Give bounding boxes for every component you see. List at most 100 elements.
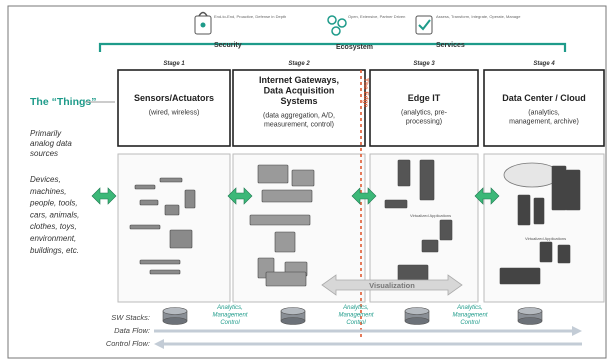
the-edge-label: The Edge bbox=[362, 78, 369, 108]
ecosystem-icon bbox=[327, 15, 347, 36]
sensor-device bbox=[164, 204, 180, 216]
bidirectional-arrow bbox=[351, 187, 377, 205]
gateway-device bbox=[249, 214, 311, 226]
ecosystem-label: Ecosystem bbox=[336, 44, 373, 51]
flow-arrows bbox=[91, 187, 500, 205]
devices-line: buildings, etc. bbox=[30, 246, 79, 255]
stage-label: Stage 2 bbox=[288, 61, 310, 67]
edge-device bbox=[397, 264, 429, 282]
stage-subtitle: (analytics, pre- bbox=[401, 110, 448, 117]
devices-line: Devices, bbox=[30, 175, 61, 184]
stage-subtitle: (wired, wireless) bbox=[149, 110, 200, 117]
amc-labels: Analytics,ManagementControlAnalytics,Man… bbox=[212, 305, 487, 326]
edge-device bbox=[421, 239, 439, 253]
sw-stack-top bbox=[162, 307, 188, 315]
sensor-device bbox=[129, 224, 161, 230]
stage-label: Stage 4 bbox=[533, 61, 555, 67]
datacenter-device bbox=[539, 241, 553, 263]
services-label: Services bbox=[436, 42, 465, 49]
data-flow-arrow bbox=[154, 326, 582, 336]
bidirectional-arrow bbox=[227, 187, 253, 205]
edge-device bbox=[439, 219, 453, 241]
sw-stack-top bbox=[280, 307, 306, 315]
stage-label: Stage 1 bbox=[163, 61, 185, 67]
top-bracket: Security End-to-End, Proactive, Defense … bbox=[98, 11, 567, 52]
sw-stack-bottom bbox=[162, 317, 188, 325]
amc-label: Analytics, bbox=[216, 305, 243, 311]
tiny-label: Virtualized Applications bbox=[410, 213, 451, 218]
stage-subtitle: (data aggregation, A/D, bbox=[263, 113, 335, 120]
stage-title: Systems bbox=[280, 96, 317, 106]
stage-box bbox=[117, 69, 231, 147]
amc-label: Control bbox=[220, 320, 240, 326]
amc-label: Management bbox=[338, 313, 373, 319]
stage-box bbox=[232, 69, 366, 147]
datacenter-device bbox=[557, 244, 571, 264]
visualization-arrow: Visualization bbox=[321, 274, 463, 296]
security-label: Security bbox=[214, 42, 242, 49]
edge-device bbox=[384, 199, 408, 209]
amc-label: Control bbox=[346, 320, 366, 326]
sensor-device bbox=[139, 199, 159, 206]
datacenter-device bbox=[517, 194, 531, 226]
stage-label: Stage 3 bbox=[413, 61, 435, 67]
devices-line: environment, bbox=[30, 234, 76, 243]
sensor-device bbox=[139, 259, 181, 265]
sensor-device bbox=[184, 189, 196, 209]
sw-stack-top bbox=[404, 307, 430, 315]
things-devices-text: Devices,machines,people, tools,cars, ani… bbox=[29, 175, 79, 255]
sensor-device bbox=[149, 269, 181, 275]
data-flow-label: Data Flow: bbox=[114, 326, 150, 335]
devices-line: clothes, toys, bbox=[30, 222, 77, 231]
control-flow-label: Control Flow: bbox=[106, 339, 150, 348]
sources-line: sources bbox=[30, 149, 58, 158]
stages-layer: Stage 1 Sensors/Actuators (wired, wireless… bbox=[117, 61, 605, 303]
visualization-label: Visualization bbox=[369, 281, 415, 290]
outer-frame bbox=[7, 5, 607, 359]
sensor-device bbox=[159, 177, 183, 183]
stage-title: Data Acquisition bbox=[264, 86, 335, 96]
sw-stack-bottom bbox=[404, 317, 430, 325]
stage-title: Data Center / Cloud bbox=[502, 93, 586, 103]
tiny-label: Virtualized Applications bbox=[525, 236, 566, 241]
amc-label: Management bbox=[212, 313, 247, 319]
stage-subtitle: management, archive) bbox=[509, 119, 579, 126]
things-heading: The “Things” bbox=[30, 96, 97, 108]
gateway-device bbox=[261, 189, 313, 203]
sensor-device bbox=[134, 184, 156, 190]
datacenter-device bbox=[533, 197, 545, 225]
amc-label: Analytics, bbox=[456, 305, 483, 311]
datacenter-device bbox=[499, 267, 541, 285]
gateway-device bbox=[274, 231, 296, 253]
gateway-device bbox=[291, 169, 315, 187]
the-edge-marker: The Edge bbox=[360, 70, 369, 340]
amc-label: Control bbox=[460, 320, 480, 326]
stage-title: Internet Gateways, bbox=[259, 75, 339, 85]
amc-label: Management bbox=[452, 313, 487, 319]
stage-box bbox=[369, 69, 479, 147]
services-caption: Assess, Transform, Integrate, Operate, M… bbox=[436, 14, 521, 19]
edge-device bbox=[419, 159, 435, 201]
stage-title: Edge IT bbox=[408, 93, 441, 103]
datacenter-device bbox=[565, 169, 581, 211]
sw-stack-disks bbox=[162, 307, 543, 325]
stage-subtitle: measurement, control) bbox=[264, 122, 334, 129]
gateway-device bbox=[257, 164, 289, 184]
sw-stack-top bbox=[517, 307, 543, 315]
ecosystem-caption: Open, Extensive, Partner Driven bbox=[348, 14, 405, 19]
sources-line: analog data bbox=[30, 139, 72, 148]
devices-line: machines, bbox=[30, 187, 66, 196]
services-icon bbox=[415, 15, 433, 35]
security-caption: End-to-End, Proactive, Defense in Depth bbox=[214, 14, 286, 19]
cloud-shape bbox=[503, 162, 561, 188]
sensor-device bbox=[169, 229, 193, 249]
bidirectional-arrow bbox=[91, 187, 117, 205]
sw-stack-bottom bbox=[517, 317, 543, 325]
bidirectional-arrow bbox=[474, 187, 500, 205]
sw-stack-bottom bbox=[280, 317, 306, 325]
sw-stacks-label: SW Stacks: bbox=[111, 313, 150, 322]
stage-title: Sensors/Actuators bbox=[134, 93, 214, 103]
sources-line: Primarily bbox=[30, 129, 62, 138]
